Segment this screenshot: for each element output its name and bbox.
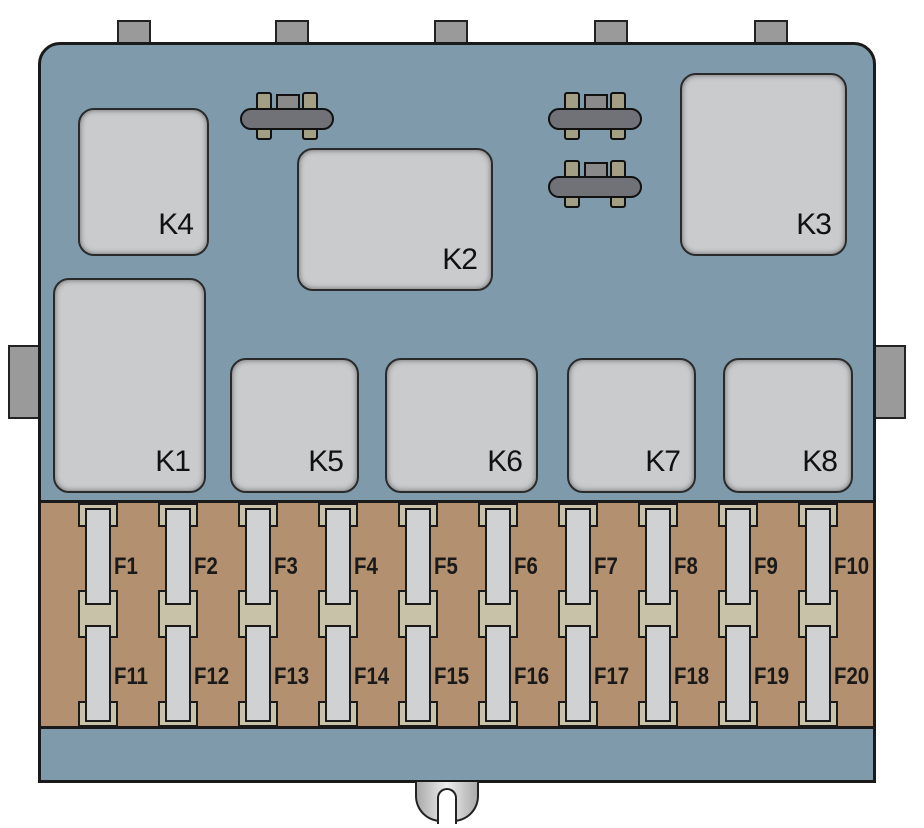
fuse-bottom[interactable]: [325, 625, 351, 722]
relay-k7[interactable]: K7: [567, 358, 696, 493]
relay-k8[interactable]: K8: [723, 358, 853, 493]
relay-k4[interactable]: K4: [78, 108, 209, 256]
fuse-label: F17: [594, 663, 630, 690]
fuse-label: F12: [194, 663, 230, 690]
fuse-top[interactable]: [645, 508, 671, 605]
top-mounting-tab: [754, 20, 788, 44]
relay-label: K4: [158, 208, 194, 241]
fuse-top[interactable]: [725, 508, 751, 605]
fuse-bottom[interactable]: [645, 625, 671, 722]
fuse-top[interactable]: [165, 508, 191, 605]
relay-k1[interactable]: K1: [53, 278, 206, 493]
fuse-label: F5: [434, 553, 458, 580]
right-side-tab: [874, 345, 906, 419]
connector-1: [240, 92, 334, 142]
fuse-label: F16: [514, 663, 550, 690]
fuse-top[interactable]: [805, 508, 831, 605]
bottom-latch-hook: [415, 782, 479, 824]
relay-k6[interactable]: K6: [385, 358, 538, 493]
top-mounting-tab: [434, 20, 468, 44]
relay-label: K7: [645, 445, 681, 478]
fuse-label: F14: [354, 663, 390, 690]
fuse-bottom[interactable]: [485, 625, 511, 722]
relay-label: K2: [442, 243, 478, 276]
fuse-label: F13: [274, 663, 310, 690]
connector-3: [548, 160, 642, 210]
fuse-bottom[interactable]: [805, 625, 831, 722]
fuse-label: F15: [434, 663, 470, 690]
relay-k3[interactable]: K3: [680, 73, 847, 256]
fuse-holder: [638, 701, 678, 727]
fuse-label: F7: [594, 553, 618, 580]
relay-label: K5: [308, 445, 344, 478]
top-mounting-tab: [117, 20, 151, 44]
fuse-bottom[interactable]: [245, 625, 271, 722]
fuse-bottom[interactable]: [565, 625, 591, 722]
relay-label: K6: [487, 445, 523, 478]
relay-k5[interactable]: K5: [230, 358, 359, 493]
fuse-label: F2: [194, 553, 218, 580]
fuse-label: F1: [114, 553, 138, 580]
connector-2: [548, 92, 642, 142]
fuse-bottom[interactable]: [405, 625, 431, 722]
fuse-label: F4: [354, 553, 378, 580]
fuse-top[interactable]: [405, 508, 431, 605]
fuse-label: F3: [274, 553, 298, 580]
top-mounting-tab: [275, 20, 309, 44]
fuse-top[interactable]: [245, 508, 271, 605]
fuse-bottom[interactable]: [165, 625, 191, 722]
fuse-top[interactable]: [85, 508, 111, 605]
fuse-label: F6: [514, 553, 538, 580]
relay-label: K1: [155, 445, 191, 478]
fuse-label: F20: [834, 663, 870, 690]
fuse-label: F11: [114, 663, 149, 690]
fuse-bottom[interactable]: [85, 625, 111, 722]
fuse-label: F10: [834, 553, 870, 580]
fuse-label: F8: [674, 553, 698, 580]
relay-k2[interactable]: K2: [297, 148, 493, 291]
fuse-label: F19: [754, 663, 790, 690]
relay-label: K3: [796, 208, 832, 241]
fuse-top[interactable]: [325, 508, 351, 605]
relay-label: K8: [802, 445, 838, 478]
fuse-bottom[interactable]: [725, 625, 751, 722]
fuse-label: F9: [754, 553, 778, 580]
fuse-top[interactable]: [485, 508, 511, 605]
top-mounting-tab: [594, 20, 628, 44]
left-side-tab: [8, 345, 40, 419]
fuse-label: F18: [674, 663, 710, 690]
fuse-top[interactable]: [565, 508, 591, 605]
